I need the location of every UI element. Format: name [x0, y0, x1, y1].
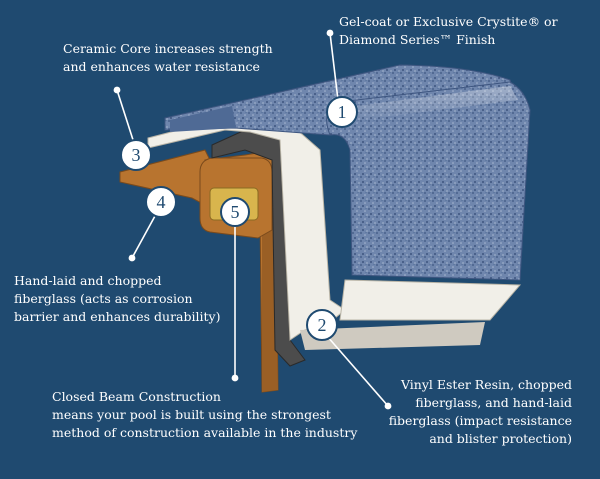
label-3-line-2: and enhances water resistance — [63, 59, 260, 74]
label-2-line-3: fiberglass (impact resistance — [388, 413, 572, 428]
callout-1-badge: 1 — [326, 96, 358, 128]
label-1-line-2: Diamond Series™ Finish — [339, 32, 496, 47]
label-3-line-1: Ceramic Core increases strength — [63, 41, 273, 56]
pointer-4 — [131, 215, 156, 259]
label-5-line-2: means your pool is built using the stron… — [52, 407, 331, 422]
label-4-line-1: Hand-laid and chopped — [14, 273, 162, 288]
callout-3-number: 3 — [132, 145, 141, 165]
callout-3-badge: 3 — [120, 139, 152, 171]
label-5-line-1: Closed Beam Construction — [52, 389, 221, 404]
label-ceramic-core: Ceramic Core increases strength and enha… — [63, 40, 273, 76]
label-4-line-2: fiberglass (acts as corrosion — [14, 291, 193, 306]
pointer-1 — [329, 32, 339, 101]
pointer-3 — [116, 89, 135, 144]
callout-2-number: 2 — [318, 315, 327, 335]
label-gelcoat-finish: Gel-coat or Exclusive Crystite® or Diamo… — [339, 13, 558, 49]
label-2-line-4: and blister protection) — [429, 431, 572, 446]
callout-1-number: 1 — [338, 102, 347, 122]
label-closed-beam: Closed Beam Construction means your pool… — [52, 388, 357, 442]
label-1-line-1: Gel-coat or Exclusive Crystite® or — [339, 14, 558, 29]
callout-2-badge: 2 — [306, 309, 338, 341]
label-hand-laid-fiberglass: Hand-laid and chopped fiberglass (acts a… — [14, 272, 220, 326]
label-5-line-3: method of construction available in the … — [52, 425, 358, 440]
callout-4-number: 4 — [157, 192, 166, 212]
label-vinyl-ester: Vinyl Ester Resin, chopped fiberglass, a… — [389, 376, 572, 448]
pointer-2 — [326, 335, 389, 407]
label-4-line-3: barrier and enhances durability) — [14, 309, 221, 324]
label-2-line-2: fiberglass, and hand-laid — [415, 395, 572, 410]
callout-5-number: 5 — [231, 202, 240, 222]
label-2-line-1: Vinyl Ester Resin, chopped — [401, 377, 572, 392]
callout-5-badge: 5 — [220, 197, 250, 227]
callout-4-badge: 4 — [145, 186, 177, 218]
